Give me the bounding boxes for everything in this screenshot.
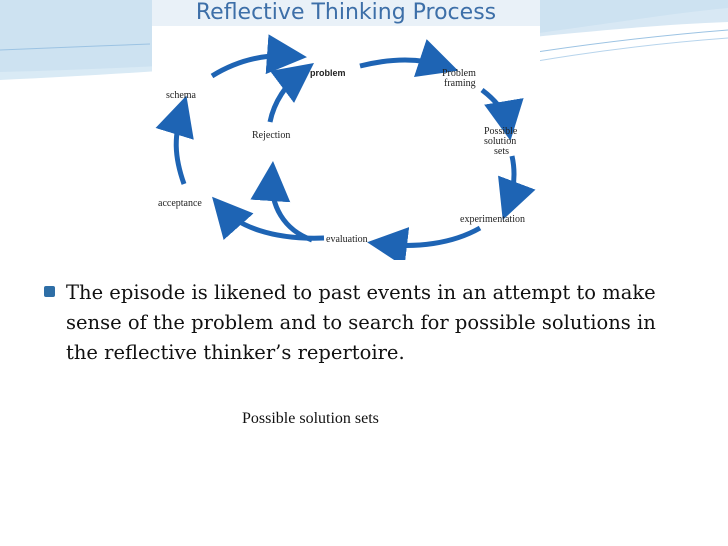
node-problem-framing-1: Problem bbox=[442, 68, 476, 79]
bullet-text: The episode is likened to past events in… bbox=[66, 281, 656, 364]
node-schema: schema bbox=[166, 90, 197, 101]
arrow-evaluation-to-rejection bbox=[250, 161, 313, 243]
arrow-rejection-to-problem bbox=[267, 62, 314, 123]
node-rejection: Rejection bbox=[252, 130, 290, 141]
arrow-acceptance-to-schema bbox=[155, 95, 194, 185]
node-experimentation: experimentation bbox=[460, 214, 525, 225]
arrow-possible-to-experimentation bbox=[498, 155, 536, 221]
arrow-evaluation-to-acceptance bbox=[212, 196, 325, 241]
node-possible-3: sets bbox=[494, 146, 509, 157]
arrow-problem-to-framing bbox=[359, 39, 459, 78]
node-problem-framing-2: framing bbox=[444, 78, 476, 89]
node-evaluation: evaluation bbox=[326, 234, 368, 245]
node-possible-1: Possible bbox=[484, 126, 518, 137]
diagram-panel: Reflective Thinking Process problem Prob… bbox=[152, 0, 540, 260]
arrow-experimentation-to-evaluation bbox=[367, 225, 482, 260]
caption-text: Possible solution sets bbox=[242, 410, 379, 427]
arrow-framing-to-possible bbox=[480, 88, 524, 141]
node-acceptance: acceptance bbox=[158, 198, 202, 209]
diagram-title: Reflective Thinking Process bbox=[152, 0, 540, 26]
arrow-schema-to-problem bbox=[210, 34, 307, 79]
node-possible-2: solution bbox=[484, 136, 516, 147]
bullet-icon bbox=[44, 286, 55, 297]
node-problem: problem bbox=[310, 68, 346, 78]
